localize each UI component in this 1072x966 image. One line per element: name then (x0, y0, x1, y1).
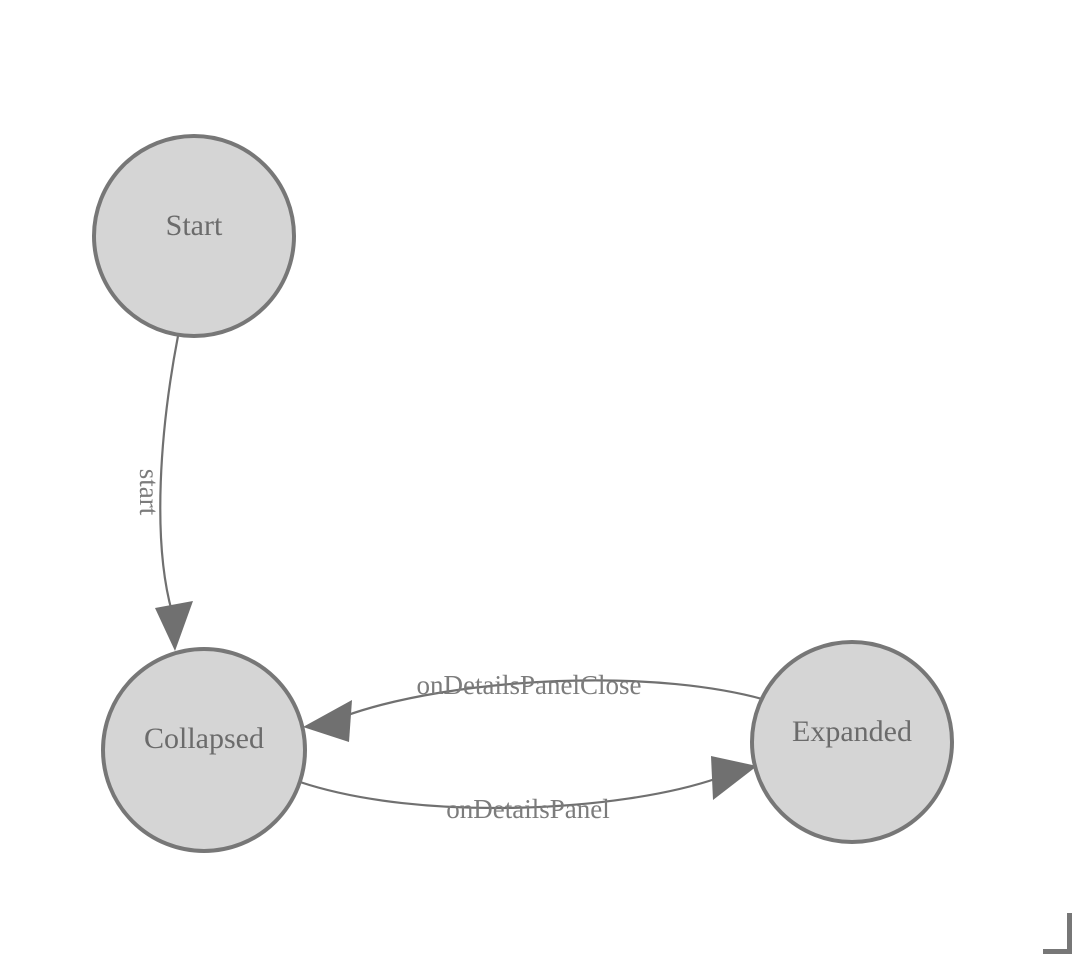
edge-collapsed-to-expanded-arrowhead (711, 756, 757, 800)
node-expanded[interactable]: Expanded (750, 640, 954, 844)
edge-start-to-collapsed-arrowhead (155, 601, 193, 651)
edge-start-to-collapsed-label: start (134, 469, 164, 516)
edge-expanded-to-collapsed-label: onDetailsPanelClose (417, 670, 642, 700)
node-collapsed-label: Collapsed (144, 722, 264, 755)
edge-collapsed-to-expanded-path (299, 776, 719, 810)
canvas-corner-bracket (1043, 913, 1072, 954)
node-start[interactable]: Start (92, 134, 296, 338)
edge-start-to-collapsed-path (159, 335, 180, 613)
node-collapsed-circle (101, 647, 307, 853)
node-start-circle (92, 134, 296, 338)
node-collapsed[interactable]: Collapsed (101, 647, 307, 853)
edge-start-to-collapsed[interactable]: start (134, 335, 193, 651)
edge-expanded-to-collapsed[interactable]: onDetailsPanelClose (303, 670, 780, 742)
edge-collapsed-to-expanded-label: onDetailsPanel (446, 794, 609, 824)
node-start-label: Start (166, 209, 223, 242)
edge-collapsed-to-expanded[interactable]: onDetailsPanel (299, 756, 757, 824)
edge-expanded-to-collapsed-arrowhead (303, 700, 352, 742)
node-expanded-label: Expanded (792, 715, 912, 748)
edge-expanded-to-collapsed-path (344, 679, 780, 718)
node-expanded-circle (750, 640, 954, 844)
